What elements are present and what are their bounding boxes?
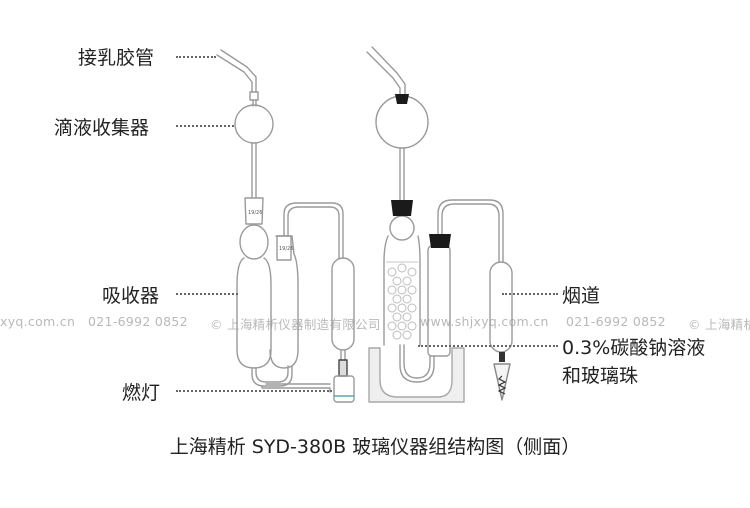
glass-beads xyxy=(387,263,417,340)
leader-drip-collector xyxy=(176,125,234,127)
u-bend xyxy=(251,365,293,387)
label-absorber: 吸收器 xyxy=(102,285,160,307)
arc-tube xyxy=(283,202,344,259)
label-chimney: 烟道 xyxy=(562,285,601,307)
watermark-phone-right: 021-6992 0852 xyxy=(566,314,666,329)
leader-chimney xyxy=(502,293,558,295)
label-drip-collector: 滴液收集器 xyxy=(54,117,150,139)
label-solution-line1: 0.3%碳酸钠溶液 xyxy=(562,337,706,359)
right-inlet-tube xyxy=(366,46,406,95)
stopper-side xyxy=(429,234,451,248)
stoppers xyxy=(391,94,451,248)
absorber-upper-bulb xyxy=(239,224,269,260)
watermark-site-left: xyq.com.cn xyxy=(0,314,76,329)
right-joint-mark: 19/26 xyxy=(279,246,293,252)
wick-spiral xyxy=(497,375,507,395)
leader-burner xyxy=(176,390,332,392)
drip-collector-neck xyxy=(249,91,259,101)
rubber-tube-connector xyxy=(216,49,257,93)
leader-absorber xyxy=(176,293,238,295)
right-mid-bulb xyxy=(389,215,415,241)
label-solution-line2: 和玻璃珠 xyxy=(562,365,639,387)
left-joint-mark: 19/26 xyxy=(248,210,262,216)
burner-wick xyxy=(338,359,348,377)
watermark-site-right: www.shjxyq.com.cn xyxy=(420,314,549,329)
drip-collector-bulb xyxy=(234,104,274,144)
right-ground-joint xyxy=(276,235,292,261)
label-rubber-tube: 接乳胶管 xyxy=(78,47,155,69)
right-side-column xyxy=(427,245,451,357)
right-arc-tube xyxy=(437,199,504,263)
watermark-company: © 上海精析仪器制造有限公司 xyxy=(210,317,381,332)
chimney-left xyxy=(331,257,355,351)
absorber-column xyxy=(269,235,299,369)
watermark-phone-left: 021-6992 0852 xyxy=(88,314,188,329)
left-ground-joint xyxy=(244,197,264,225)
figure-caption: 上海精析 SYD-380B 玻璃仪器组结构图（侧面） xyxy=(169,436,581,458)
stopper-mid xyxy=(391,200,413,216)
absorber-body xyxy=(236,257,272,369)
label-burner: 燃灯 xyxy=(122,382,161,404)
right-u-bend xyxy=(399,344,435,383)
leader-solution xyxy=(418,345,558,347)
right-burner xyxy=(493,363,511,401)
burner-bottle xyxy=(333,375,355,403)
stopper-top xyxy=(395,94,409,104)
stand-block xyxy=(368,347,465,403)
leader-rubber-tube xyxy=(176,56,216,58)
chimney-right xyxy=(489,261,513,353)
watermark-company-short: © 上海精析 xyxy=(688,317,750,332)
right-absorber-body xyxy=(383,235,421,346)
